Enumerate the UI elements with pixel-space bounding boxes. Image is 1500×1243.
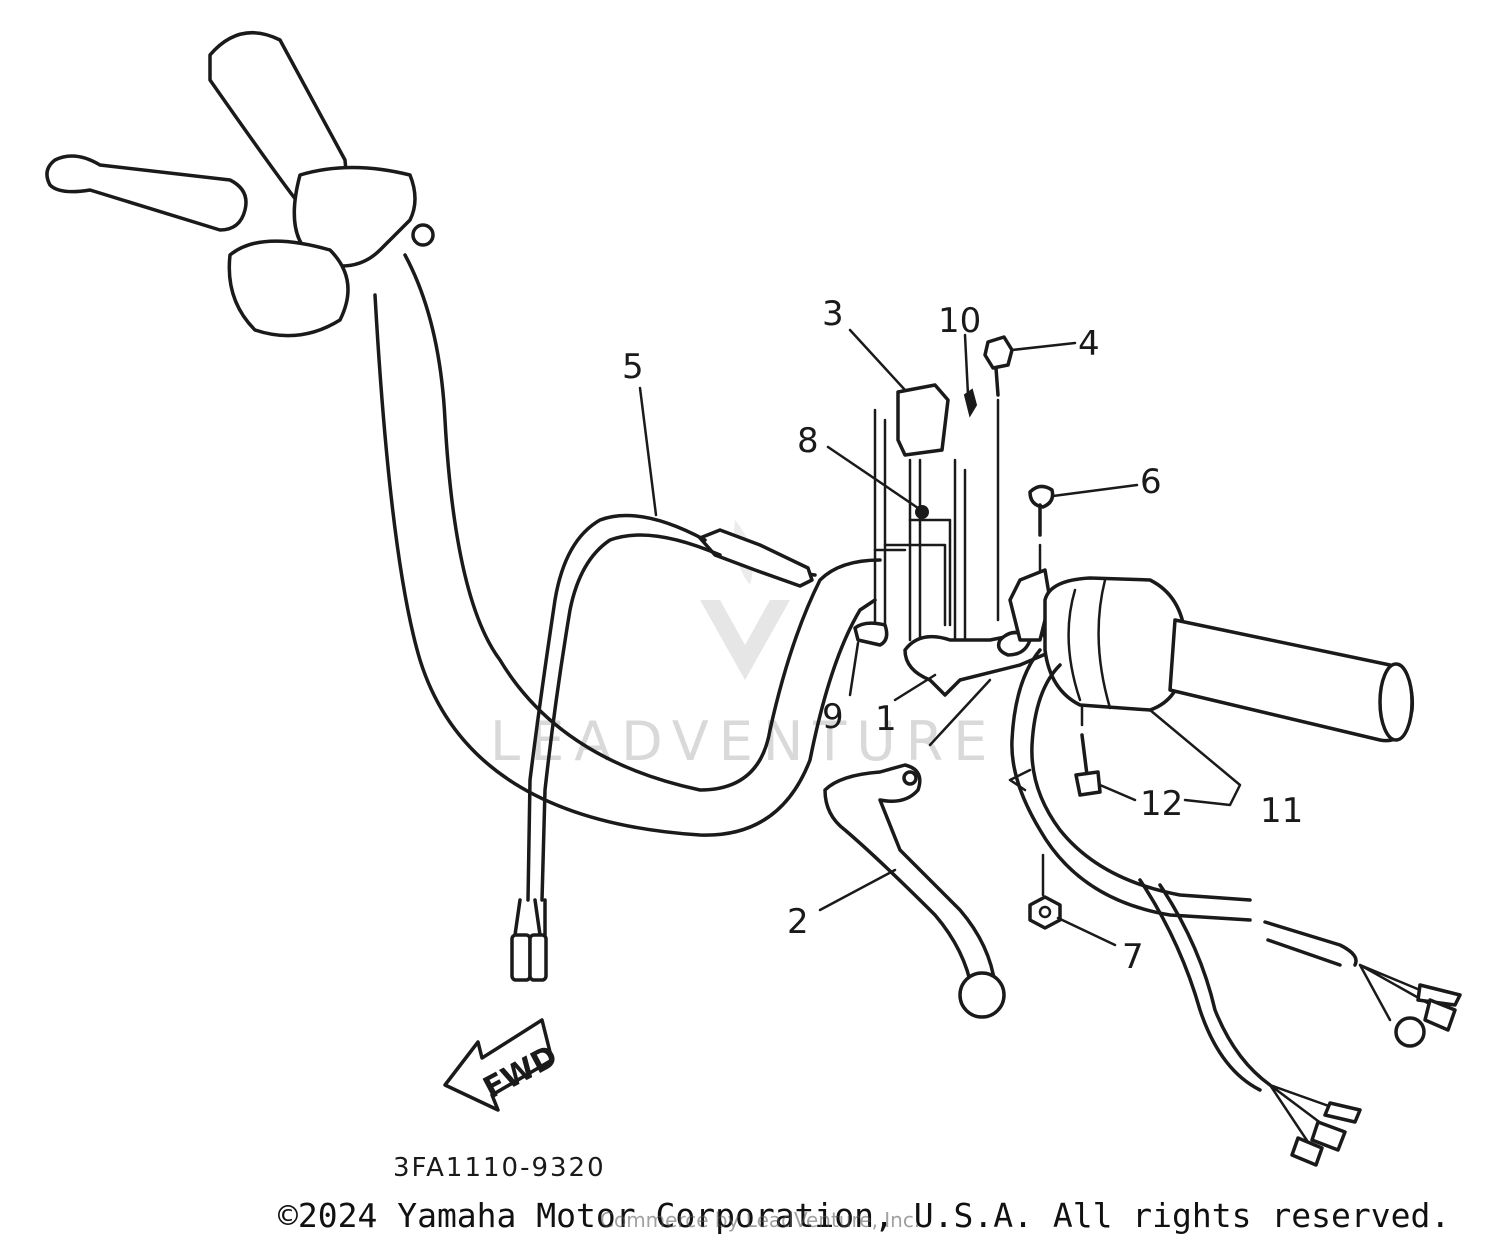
screw-12 bbox=[1074, 703, 1102, 797]
throttle-cable bbox=[510, 513, 817, 982]
bolt-6 bbox=[1028, 484, 1055, 577]
callouts: 5 3 10 4 8 6 9 1 12 11 2 7 bbox=[622, 294, 1303, 977]
copyright-notice: ©2024 Yamaha Motor Corporation, U.S.A. A… bbox=[278, 1196, 1450, 1235]
forward-direction-arrow: FWD bbox=[443, 1018, 563, 1112]
callout-10: 10 bbox=[938, 301, 981, 341]
nut-7 bbox=[1028, 853, 1062, 930]
callout-12: 12 bbox=[1140, 784, 1183, 824]
callout-9: 9 bbox=[822, 697, 844, 737]
left-grip-assembly bbox=[45, 31, 435, 338]
bolt-4 bbox=[983, 335, 1014, 622]
watermark: LEADVENTURE bbox=[490, 520, 997, 773]
callout-1: 1 bbox=[875, 699, 897, 739]
wiring-harness bbox=[1008, 648, 1462, 1167]
callout-7: 7 bbox=[1122, 937, 1144, 977]
callout-8: 8 bbox=[797, 421, 819, 461]
brake-lever bbox=[823, 763, 1006, 1019]
right-grip-assembly bbox=[1043, 576, 1415, 743]
callout-3: 3 bbox=[822, 294, 844, 334]
leader-lines bbox=[638, 328, 1242, 947]
callout-6: 6 bbox=[1140, 462, 1162, 502]
handlebar bbox=[373, 253, 882, 837]
watermark-brand: LEADVENTURE bbox=[490, 710, 997, 773]
watermark-credit: Commerce by LeadVenture, Inc. bbox=[600, 1208, 920, 1232]
callout-11: 11 bbox=[1260, 791, 1303, 831]
lever-bracket bbox=[853, 568, 1057, 697]
diagram-code: 3FA1110-9320 bbox=[393, 1153, 606, 1183]
callout-2: 2 bbox=[787, 902, 809, 942]
switch-assembly bbox=[873, 383, 978, 642]
watermark-logo-icon bbox=[700, 600, 790, 680]
callout-4: 4 bbox=[1078, 324, 1100, 364]
callout-5: 5 bbox=[622, 347, 644, 387]
